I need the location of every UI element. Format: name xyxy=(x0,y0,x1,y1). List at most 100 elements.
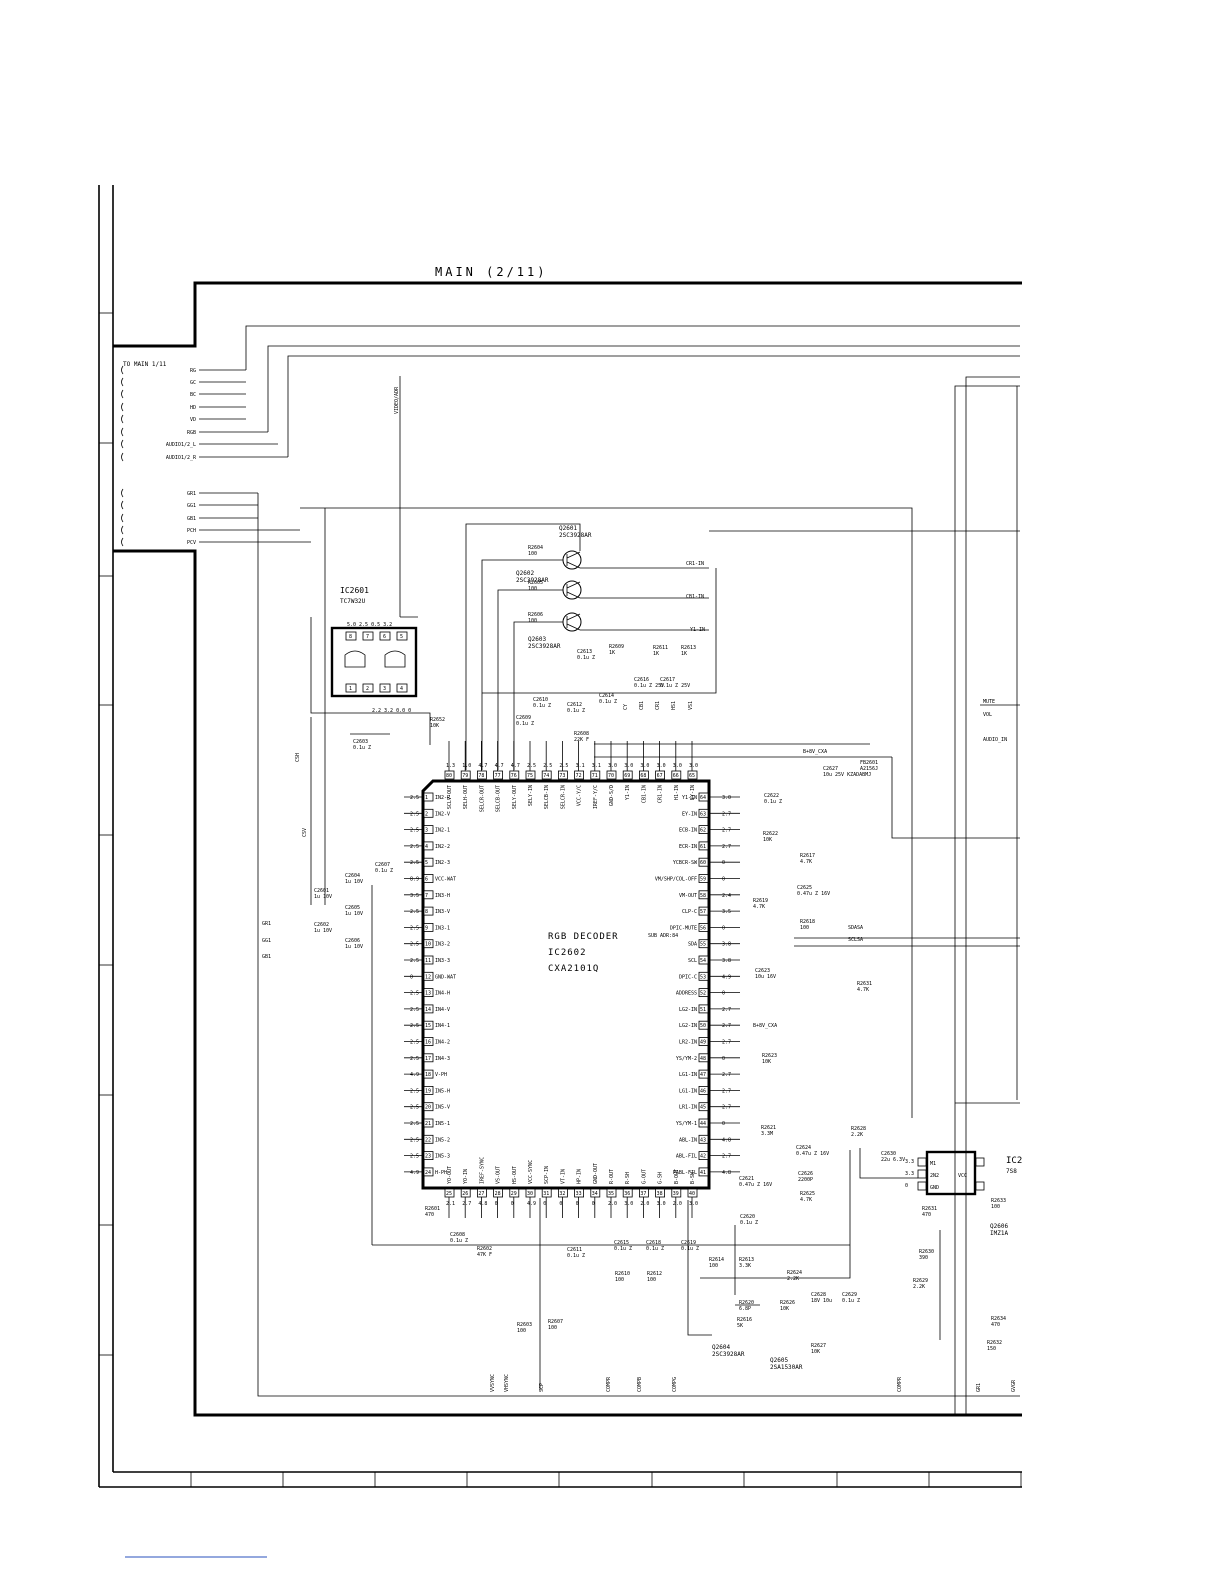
component-value: 10u 25V KZADABMJ xyxy=(823,772,871,778)
ic2602-pin-number: 47 xyxy=(700,1072,706,1078)
ic2602-pin-voltage: 4.8 xyxy=(722,1170,731,1176)
ic2602-pin-number: 25 xyxy=(446,1191,452,1197)
ic2602-pin-label: LG2-IN xyxy=(679,1023,697,1029)
ic2602-pin-label: G-OUT xyxy=(641,1169,647,1184)
ic2602-pin xyxy=(639,770,649,780)
ic2602-pin-voltage: 3.0 xyxy=(624,1201,633,1207)
ic-right-v3: 0 xyxy=(905,1183,908,1189)
connector-label-bottom: GG1 xyxy=(187,503,196,509)
ic2602-pin-number: 19 xyxy=(425,1088,431,1094)
ic2602-pin-label: SELCB-OUT xyxy=(496,785,502,812)
connector-label-top: AUDIO1/2_L xyxy=(166,442,196,448)
ic2602-pin-number: 20 xyxy=(425,1105,431,1111)
ic2602-pin xyxy=(698,890,709,900)
ic2602-pin xyxy=(423,1069,434,1079)
ic2602-pin xyxy=(423,874,434,883)
ic2602-pin-label: Y1-IN xyxy=(682,795,697,801)
component-value: 3.3K xyxy=(739,1263,751,1269)
ic2602-pin xyxy=(671,770,682,780)
ic2602-pin-number: 71 xyxy=(592,773,598,779)
component-ref: C2605 xyxy=(345,905,360,911)
ic2602-pin-label: LG1-IN xyxy=(679,1072,697,1078)
ic2602-pin-number: 16 xyxy=(425,1040,431,1046)
ic2602-pin-number: 1 xyxy=(425,795,428,801)
bottom-net-label: SCP xyxy=(539,1383,545,1392)
ic2602-pin xyxy=(698,1151,709,1160)
column-label: CR1 xyxy=(655,701,661,710)
connector-label-top: AUDIO1/2_R xyxy=(166,455,197,461)
ic2601-pin-number: 6 xyxy=(383,634,386,640)
ic2602-pin-label: HP-IN xyxy=(577,1169,583,1184)
ic2602-pin-voltage: 1.0 xyxy=(462,763,471,769)
ic2602-pin xyxy=(423,1020,434,1030)
ic2602-pin xyxy=(590,1188,601,1198)
ic2602-pin-voltage: 0 xyxy=(543,1201,546,1207)
ic2602-pin-voltage: 2.5 xyxy=(527,763,536,769)
to-main-label: TO MAIN 1/11 xyxy=(123,361,167,368)
component-value: 5K xyxy=(737,1323,743,1329)
ic2602-pin-voltage: 0 xyxy=(559,1201,562,1207)
ic2602-pin-label: YO-IN xyxy=(463,1169,469,1184)
ic2602-pin-number: 54 xyxy=(700,958,706,964)
component-value: 1K xyxy=(681,651,687,657)
component-value: 0.1u Z xyxy=(842,1298,860,1304)
ic2602-pin-voltage: 2.5 xyxy=(559,763,568,769)
ic2602-pin xyxy=(493,1188,504,1198)
transistor-body xyxy=(562,550,582,570)
component-ref: C2607 xyxy=(375,862,390,868)
ic2602-pin xyxy=(460,770,471,780)
ic2602-pin-label: ECB-IN xyxy=(679,828,697,834)
ic2602-pin-number: 65 xyxy=(689,773,695,779)
component-value: 4.7K xyxy=(800,1197,812,1203)
component-ref: C2609 xyxy=(516,715,531,721)
ic2602-pin xyxy=(698,939,709,949)
ic-right-pin2: 2N2 xyxy=(930,1173,939,1179)
ic2601-pin xyxy=(396,683,408,693)
ic2602-pin xyxy=(423,906,434,916)
connector-bracket xyxy=(121,513,124,523)
ic2602-pin-label: IN5-2 xyxy=(435,1137,450,1143)
ic2602-pin-voltage: 3.0 xyxy=(608,763,617,769)
ic2602-pin-label: VCC-WAT xyxy=(435,877,456,883)
component-ref: C2611 xyxy=(567,1247,582,1253)
ic2602-pin-label: SELY-OUT xyxy=(512,785,518,809)
ic2602-pin xyxy=(698,874,709,883)
component-value: 0.1u Z xyxy=(375,868,393,874)
ic2602-pin-voltage: 2.5 xyxy=(410,1105,419,1111)
connector-bracket xyxy=(121,488,124,498)
ic2602-pin xyxy=(698,988,709,997)
ic2602-pin xyxy=(574,1188,584,1198)
ic2602-pin-voltage: 2.5 xyxy=(410,844,419,850)
ic2602-pin-voltage: 4.8 xyxy=(478,1201,487,1207)
ic2602-pin xyxy=(444,770,455,780)
component-value: 0.1u Z xyxy=(353,745,371,751)
component-value: 10K xyxy=(763,837,772,843)
ic-right-v1: 3.3 xyxy=(905,1159,914,1165)
component-value: 6.8P xyxy=(739,1306,751,1312)
ic2602-pin xyxy=(606,1188,617,1198)
ic2602-pin-label: DPIC-C xyxy=(679,974,697,980)
ic2602-sub-adr: SUB ADR:84 xyxy=(648,933,678,939)
ic2602-pin-label: ABL-FIL xyxy=(676,1154,697,1160)
ic2602-pin-voltage: 2.7 xyxy=(722,844,731,850)
component-value: 470 xyxy=(991,1322,1000,1328)
ic2602-pin-voltage: 2.4 xyxy=(722,893,731,899)
ic2602-pin-label: IN5-H xyxy=(435,1088,450,1094)
component-ref: R2617 xyxy=(800,853,815,859)
ic2602-pin xyxy=(423,792,434,802)
ic2602-pin-number: 72 xyxy=(576,773,582,779)
bottom-net-label: VVSYNC xyxy=(490,1374,496,1392)
component-value: 100 xyxy=(800,925,809,931)
ic2602-pin xyxy=(687,770,698,780)
ic2602-pin-label: LR2-IN xyxy=(679,1040,697,1046)
ic2601-pin xyxy=(362,631,374,641)
ic2602-pin-label: SELCB-IN xyxy=(544,785,550,809)
component-value: 100 xyxy=(991,1204,1000,1210)
component-ref: C2626 xyxy=(798,1171,813,1177)
ic2602-pin-voltage: 2.5 xyxy=(410,909,419,915)
ic2602-pin-number: 78 xyxy=(478,773,484,779)
component-value: 10u 16V xyxy=(755,974,776,980)
ic2602-pin-number: 46 xyxy=(700,1088,706,1094)
ic2602-pin-voltage: 2.7 xyxy=(722,1072,731,1078)
